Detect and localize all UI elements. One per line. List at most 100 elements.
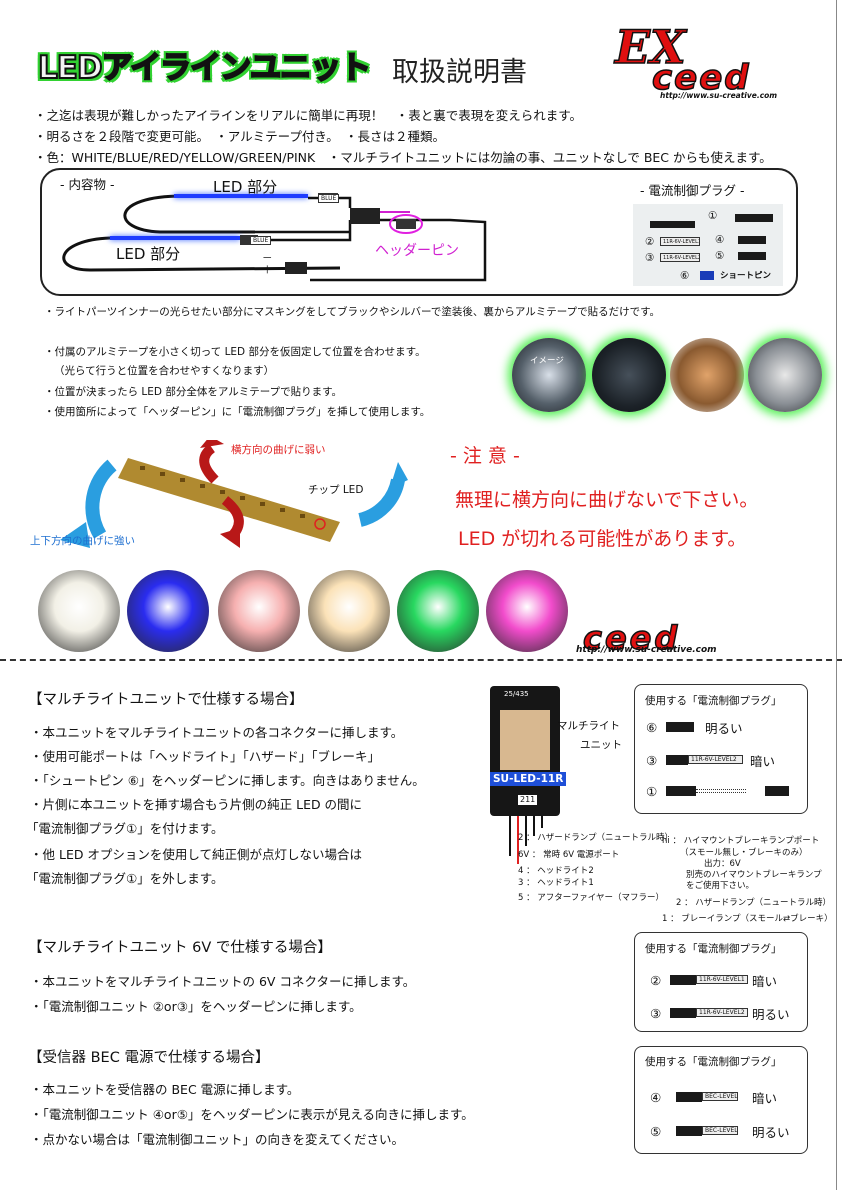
title-main: LEDアイラインユニット	[37, 49, 372, 87]
brand-logo-bottom: ceed	[582, 618, 681, 658]
bec-b5-num: ⑤	[650, 1124, 662, 1139]
bec-b4-text: 暗い	[752, 1091, 778, 1106]
unit-wires	[509, 816, 543, 864]
brand-logo-ceed: ceed	[651, 57, 751, 99]
bec-b5-plug	[676, 1126, 702, 1136]
multi-line-2: ・使用可能ポートは「ヘッドライト」「ハザード」「ブレーキ」	[30, 749, 381, 764]
header-pin-label: ヘッダーピン	[375, 243, 459, 259]
usage-line-0: ・ライトパーツインナーの光らせたい部分にマスキングをしてブラックやシルバーで塗装…	[44, 306, 661, 318]
example-image-4	[748, 338, 822, 412]
multi-b1-plug-end	[765, 786, 789, 796]
section-bec-heading: 【受信器 BEC 電源で仕様する場合】	[28, 1050, 270, 1066]
usage-line-3: ・位置が決まったら LED 部分全体をアルミテープで貼ります。	[44, 386, 343, 398]
multi-line-6: ・他 LED オプションを使用して純正側が点灯しない場合は	[30, 847, 363, 862]
contents-box	[40, 168, 798, 296]
short-pin-icon	[700, 271, 714, 280]
bec-line-2: ・「電流制御ユニット ④or⑤」をヘッダーピンに表示が見える向きに挿します。	[30, 1107, 474, 1122]
plug-n3: ③	[645, 252, 655, 264]
unit-label-1: マルチライト	[557, 720, 620, 732]
multi-line-5: 「電流制御プラグ①」を付けます。	[26, 821, 224, 836]
bec-b4-tag: BEC-LEVEL1	[702, 1092, 738, 1101]
usage-line-2: （光らて行うと位置を合わせやすくなります）	[54, 365, 275, 377]
section-multi-heading: 【マルチライトユニットで仕様する場合】	[28, 692, 304, 708]
plug-n6: ⑥	[680, 270, 690, 282]
multi-line-4: ・片側に本ユニットを挿す場合もう片側の純正 LED の間に	[30, 797, 363, 812]
unit-label-2: ユニット	[580, 739, 622, 751]
example-image-2	[592, 338, 666, 412]
plug-2-tag: 11R-6V-LEVEL1	[660, 237, 700, 246]
color-sample-blue	[127, 570, 209, 652]
multi-b3-plug	[666, 755, 688, 765]
port-6v: 6V ： 常時 6V 電源ポート	[518, 850, 620, 860]
6v-line-1: ・本ユニットをマルチライトユニットの 6V コネクターに挿します。	[30, 974, 416, 989]
port-2: 2 ： ハザードランプ（ニュートラル時）	[518, 833, 674, 843]
cut-line	[0, 659, 842, 661]
multi-line-3: ・「シュートピン ⑥」をヘッダーピンに挿します。向きはありません。	[30, 773, 425, 788]
plug-5	[738, 252, 766, 260]
brand-url: http://www.su-creative.com	[660, 91, 778, 100]
color-sample-white	[38, 570, 120, 652]
color-sample-green	[397, 570, 479, 652]
minus-label: －	[262, 252, 273, 264]
bend-diagram	[60, 440, 408, 548]
unit-code: 25/435	[504, 690, 529, 698]
strong-bend-label: 上下方向の曲げに強い	[30, 535, 135, 547]
6v-b2-plug	[670, 975, 696, 985]
multi-b3-num: ③	[646, 753, 658, 768]
short-pin-label: ショートピン	[720, 271, 772, 281]
6v-b3-num: ③	[650, 1006, 662, 1021]
multi-line-1: ・本ユニットをマルチライトユニットの各コネクターに挿します。	[30, 725, 404, 740]
port-hi-2: （スモール無し・ブレーキのみ）	[680, 848, 808, 858]
6v-b2-text: 暗い	[752, 974, 778, 989]
intro-line-2: ・明るさを２段階で変更可能。 ・アルミテープ付き。 ・長さは２種類。	[34, 129, 446, 144]
led-wire-diagram	[62, 193, 487, 282]
port-3: 3 ： ヘッドライト1	[518, 878, 594, 888]
plug-n1: ①	[708, 210, 718, 222]
caution-line-2: LED が切れる可能性があります。	[458, 528, 747, 550]
color-sample-pink	[486, 570, 568, 652]
6v-b3-text: 明るい	[752, 1007, 790, 1022]
plug-4	[738, 236, 766, 244]
6v-b2-tag: 11R-6V-LEVEL1	[696, 975, 748, 984]
led-part-bottom-label: LED 部分	[116, 245, 181, 263]
6v-box-title: 使用する「電流制御プラグ」	[645, 943, 782, 955]
page-edge	[836, 0, 837, 1190]
bec-b5-tag: BEC-LEVEL2	[702, 1126, 738, 1135]
led-part-top-label: LED 部分	[213, 178, 278, 196]
usage-line-4: ・使用箇所によって「ヘッダーピン」に「電流制御プラグ」を挿して使用します。	[44, 406, 431, 418]
title-sub: 取扱説明書	[392, 57, 527, 88]
bec-line-1: ・本ユニットを受信器の BEC 電源に挿します。	[30, 1082, 300, 1097]
multi-b1-num: ①	[646, 784, 658, 799]
plus-label: ＋	[262, 264, 273, 276]
current-plug-label: - 電流制御プラグ -	[640, 183, 745, 198]
multi-b3-text: 暗い	[750, 754, 776, 769]
port-hi-4: 別売のハイマウントブレーキランプ	[686, 870, 822, 880]
example-image-1	[512, 338, 586, 412]
plug-n5: ⑤	[715, 250, 725, 262]
image-label: イメージ	[530, 356, 564, 366]
section-6v-heading: 【マルチライトユニット 6V で仕様する場合】	[28, 940, 332, 956]
plug-n2: ②	[645, 236, 655, 248]
brand-logo-ex: EX	[614, 19, 686, 75]
port-hi: hi ： ハイマウントブレーキランプポート	[662, 836, 820, 846]
6v-b3-plug	[670, 1008, 696, 1018]
multi-b6-num: ⑥	[646, 720, 658, 735]
6v-b2-num: ②	[650, 973, 662, 988]
port-r2: 2 ： ハザードランプ（ニュートラル時）	[676, 898, 832, 908]
multi-b1-plug	[666, 786, 696, 796]
example-image-3	[670, 338, 744, 412]
intro-line-3: ・色：WHITE/BLUE/RED/YELLOW/GREEN/PINK ・マルチ…	[34, 150, 772, 165]
brand-url-bottom: http://www.su-creative.com	[576, 645, 717, 655]
6v-b3-tag: 11R-6V-LEVEL2	[696, 1008, 748, 1017]
multi-b3-tag: 11R-6V-LEVEL2	[688, 755, 743, 764]
weak-bend-label: 横方向の曲げに弱い	[231, 444, 326, 456]
chip-led-label: チップ LED	[308, 484, 364, 496]
port-r1: 1 ： ブレーイランプ（スモール⇄ブレーキ）	[662, 914, 833, 924]
unit-pcb	[500, 710, 550, 770]
bec-line-3: ・点かない場合は「電流制御ユニット」の向きを変えてください。	[30, 1132, 405, 1147]
bec-b5-text: 明るい	[752, 1125, 790, 1140]
port-4: 4 ： ヘッドライト2	[518, 866, 594, 876]
tag-blue-1: BLUE	[318, 194, 340, 204]
bec-box-title: 使用する「電流制御プラグ」	[645, 1056, 782, 1068]
short-pin-plug	[666, 722, 694, 732]
